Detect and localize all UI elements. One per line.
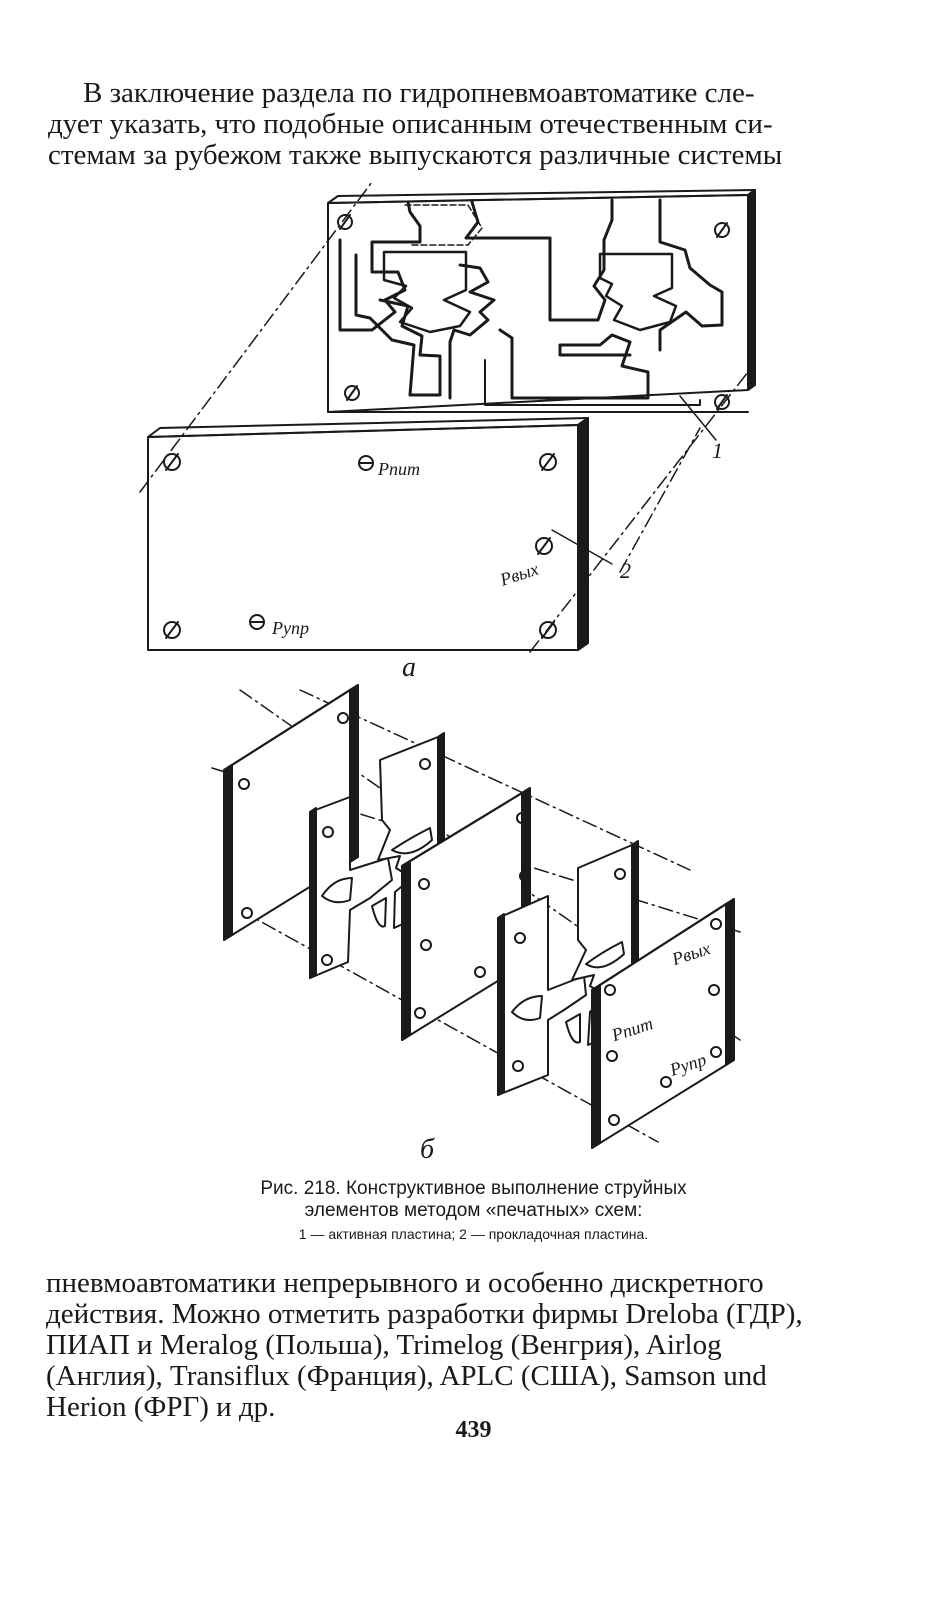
text-line: В заключение раздела по гидропневмоавтом…: [83, 77, 755, 109]
text-line: стемам за рубежом также выпускаются разл…: [48, 139, 783, 171]
active-plate: [327, 189, 756, 413]
screw-hole-icon: [163, 621, 181, 639]
figure-218: Pпит Pвых Pупр 1 2 а: [139, 181, 756, 1165]
exploded-stack: [211, 684, 741, 1149]
port-hole-icon: [535, 537, 553, 555]
figure-caption: Рис. 218. Конструктивное выполнение стру…: [0, 1178, 947, 1246]
screw-hole-icon: [163, 453, 181, 471]
screw-hole-icon: [344, 385, 360, 401]
callout-2: 2: [620, 558, 631, 583]
hole-icon: [238, 778, 250, 790]
gasket-plate: [147, 417, 589, 651]
sublabel-a: а: [402, 652, 416, 683]
screw-hole-icon: [714, 222, 730, 238]
caption-legend: 1 — активная пластина; 2 — прокладочная …: [298, 1226, 649, 1242]
sublabel-b: б: [420, 1134, 435, 1165]
text-line: действия. Можно отметить разработки фирм…: [46, 1298, 803, 1330]
callout-1: 1: [712, 438, 723, 463]
label-p-pit: Pпит: [377, 459, 420, 479]
hole-icon: [241, 907, 253, 919]
hole-icon: [337, 712, 349, 724]
text-line: дует указать, что подобные описанным оте…: [48, 108, 773, 140]
text-line: ПИАП и Meralog (Польша), Trimelog (Венгр…: [46, 1329, 722, 1361]
alignment-lines: [139, 181, 749, 653]
page-number: 439: [455, 1417, 492, 1443]
screw-hole-icon: [714, 394, 730, 410]
text-line: Herion (ФРГ) и др.: [46, 1391, 276, 1423]
screw-hole-icon: [337, 214, 353, 230]
screw-hole-icon: [539, 621, 557, 639]
text-line: пневмоавтоматики непрерывного и особенно…: [46, 1267, 764, 1299]
text-line: (Англия), Transiflux (Франция), APLC (СШ…: [46, 1360, 767, 1392]
screw-hole-icon: [539, 453, 557, 471]
paragraph-bottom: пневмоавтоматики непрерывного и особенно…: [46, 1268, 874, 1423]
caption-subtitle: элементов методом «печатных» схем:: [304, 1200, 643, 1221]
paragraph-top: В заключение раздела по гидропневмоавтом…: [48, 78, 868, 171]
caption-title: Рис. 218. Конструктивное выполнение стру…: [260, 1178, 687, 1199]
label-p-upr: Pупр: [271, 618, 309, 638]
